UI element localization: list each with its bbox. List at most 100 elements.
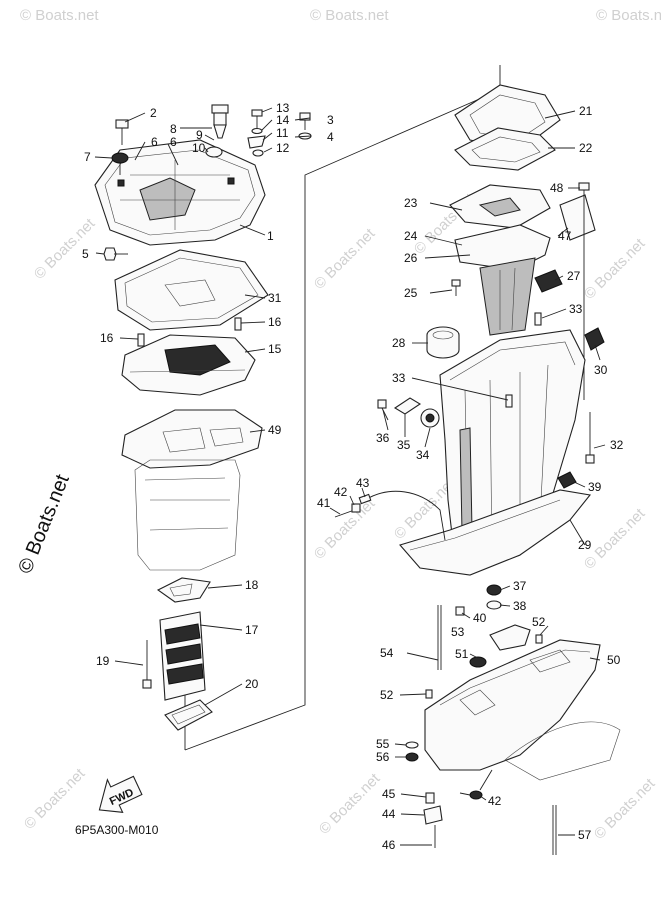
part-39-plug (557, 471, 577, 489)
callout-2: 2 (150, 106, 157, 120)
part-15-manifold (121, 334, 256, 396)
part-23-plate (449, 184, 551, 229)
part-18-gasket (156, 577, 211, 603)
part-50-gasket-ring (489, 624, 531, 651)
callout-52: 52 (380, 688, 394, 702)
part-47-bracket (559, 194, 596, 241)
callout-47: 47 (558, 229, 572, 243)
callout-54: 54 (380, 646, 394, 660)
callout-21: 21 (579, 104, 593, 118)
part-27-block (534, 269, 563, 293)
callout-20: 20 (245, 677, 259, 691)
divider-line (184, 65, 501, 751)
part-35-gasket (393, 397, 422, 415)
callout-44: 44 (382, 807, 396, 821)
part-20-seal (164, 699, 213, 731)
callout-27: 27 (567, 269, 581, 283)
callout-5: 5 (82, 247, 89, 261)
callout-11: 11 (276, 126, 289, 140)
part-56-nut (405, 752, 419, 762)
watermark-tile: © Boats.net (20, 7, 99, 24)
part-34-grommet (420, 408, 440, 428)
part-33-bolt (505, 312, 542, 408)
part-44-bracket (423, 805, 443, 825)
callout-57: 57 (578, 828, 592, 842)
callout-6: 6 (151, 135, 158, 149)
callout-51: 51 (455, 647, 469, 661)
callout-42: 42 (334, 485, 348, 499)
callout-53: 53 (451, 625, 465, 639)
callout-37: 37 (513, 579, 527, 593)
callout-3: 3 (327, 113, 334, 127)
callout-55: 55 (376, 737, 390, 751)
callout-14: 14 (276, 113, 290, 127)
watermark-tile: © Boats.net (581, 235, 649, 303)
part-16-bolt (137, 317, 242, 347)
callout-56: 56 (376, 750, 390, 764)
callout-46: 46 (382, 838, 396, 852)
callout-45: 45 (382, 787, 396, 801)
part-41-fitting (334, 503, 361, 518)
callout-32: 32 (610, 438, 624, 452)
callout-28: 28 (392, 336, 406, 350)
callout-41: 41 (317, 496, 331, 510)
callout-49: 49 (268, 423, 282, 437)
part-50-lower-casing (424, 639, 621, 781)
callout-1: 1 (267, 229, 274, 243)
watermark-main: © Boats.net (14, 471, 74, 577)
exhaust-chamber (134, 459, 241, 571)
callout-15: 15 (268, 342, 282, 356)
callout-10: 10 (192, 141, 206, 155)
watermark-tile: © Boats.net (591, 775, 659, 843)
watermark-tile: © Boats.net (316, 770, 384, 838)
callout-43: 43 (356, 476, 370, 490)
callout-31: 31 (268, 291, 282, 305)
callout-22: 22 (579, 141, 593, 155)
part-3-bolt (298, 112, 312, 140)
callout-39: 39 (588, 480, 602, 494)
callout-7: 7 (84, 150, 91, 164)
part-29-upper-casing (399, 329, 592, 576)
part-43-hose (358, 490, 446, 541)
callout-16: 16 (100, 331, 114, 345)
callout-4: 4 (327, 130, 334, 144)
watermark-tile: © Boats.net (311, 225, 379, 293)
part-5-bolt (103, 247, 128, 261)
part-32-bolt (585, 412, 595, 464)
part-10-oring (205, 146, 223, 158)
callout-36: 36 (376, 431, 390, 445)
callout-6: 6 (170, 135, 177, 149)
callout-8: 8 (170, 122, 177, 136)
callout-30: 30 (594, 363, 608, 377)
part-28-seal (426, 326, 460, 359)
part-49-gasket (121, 409, 263, 469)
part-30-mount (584, 327, 605, 351)
callout-16: 16 (268, 315, 282, 329)
callout-18: 18 (245, 578, 259, 592)
part-55-washer (405, 741, 419, 749)
part-24-bracket (454, 224, 551, 336)
callout-52: 52 (532, 615, 546, 629)
part-45-fitting (425, 792, 435, 804)
fwd-arrow-icon: FWD (98, 775, 143, 813)
callout-40: 40 (473, 611, 487, 625)
part-22-gasket (454, 127, 556, 171)
callout-26: 26 (404, 251, 418, 265)
callout-33: 33 (569, 302, 583, 316)
part-2-bolt (115, 119, 129, 145)
part-51-seal (469, 656, 487, 668)
callout-17: 17 (245, 623, 259, 637)
watermark-tile: © Boats.net (596, 7, 661, 24)
part-31-gasket (114, 249, 269, 331)
watermark-tile: © Boats.net (310, 7, 389, 24)
callout-38: 38 (513, 599, 527, 613)
callout-34: 34 (416, 448, 430, 462)
drawing-code: 6P5A300-M010 (75, 823, 159, 837)
callout-13: 13 (276, 101, 290, 115)
part-37-nut (486, 584, 502, 596)
watermark-tile: © Boats.net (31, 215, 99, 283)
part-54-stud (437, 605, 442, 670)
part-57-stud (552, 805, 557, 855)
callout-9: 9 (196, 128, 203, 142)
